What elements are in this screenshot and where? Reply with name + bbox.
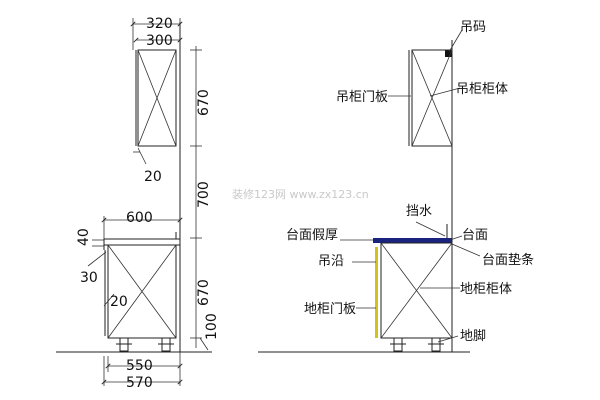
dim-edge-depth: 30 [80,270,98,286]
dim-gap-height: 700 [196,181,212,208]
left-elevation: 320 300 670 700 670 20 600 40 3 [56,16,220,391]
label-hanging-edge: 吊沿 [318,254,344,269]
dim-base-depth: 550 [126,358,153,374]
upper-cabinet-left [137,49,177,147]
dim-base-height: 670 [196,279,212,306]
hanger-block [445,50,452,57]
dim-door-offset: 20 [110,294,128,310]
right-elevation: 吊码 吊柜门板 吊柜柜体 挡水 台面假厚 台面 吊沿 台面垫条 地柜柜体 地柜门… [258,20,534,353]
base-door-panel [375,247,378,338]
dim-counter-thickness: 40 [76,228,92,246]
dim-upper-outer-width: 320 [146,16,173,32]
label-base-body: 地柜柜体 [460,282,512,297]
label-leg: 地脚 [460,328,486,344]
dim-counter-depth: 600 [126,210,153,226]
dim-upper-offset: 20 [144,169,162,185]
countertop-left [103,238,181,246]
label-upper-door: 吊柜门板 [336,90,388,105]
dim-toe-kick: 100 [204,313,220,340]
base-cabinet-right [380,242,453,339]
dim-upper-inner-width: 300 [146,33,173,49]
label-base-door: 地柜门板 [304,302,356,317]
label-countertop: 台面 [462,228,488,243]
base-cabinet-left [107,244,177,339]
dim-total-depth: 570 [126,375,153,391]
upper-cabinet-right [411,49,453,147]
watermark-text: 装修123网 www.zx123.cn [232,187,369,201]
label-upper-body: 吊柜柜体 [456,82,508,97]
label-counter-strip: 台面垫条 [482,252,534,268]
label-backsplash: 挡水 [406,204,432,219]
label-fake-thickness: 台面假厚 [286,228,338,243]
countertop-right [373,238,452,243]
label-hanger: 吊码 [460,20,486,35]
dim-upper-height: 670 [196,89,212,116]
